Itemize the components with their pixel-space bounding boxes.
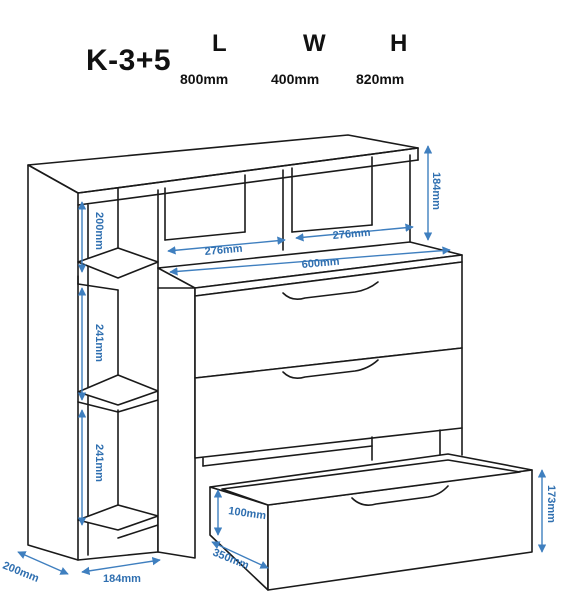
height-value: 820mm <box>356 71 405 87</box>
dim-100: 100mm <box>228 505 267 522</box>
length-label: L <box>212 30 227 57</box>
length-value: 800mm <box>180 71 229 87</box>
dim-241-mid: 241mm <box>93 324 105 362</box>
model-code: K-3+5 <box>86 44 172 77</box>
width-value: 400mm <box>271 71 320 87</box>
dim-276-a: 276mm <box>204 243 243 258</box>
left-side-panel <box>27 164 79 561</box>
dim-276-b: 276mm <box>332 227 371 242</box>
dim-184-top: 184mm <box>430 172 442 210</box>
shelf-upper <box>77 247 159 279</box>
drawer-cabinet <box>157 241 463 559</box>
width-label: W <box>303 30 326 57</box>
dim-173: 173mm <box>545 485 557 523</box>
dimension-lines <box>17 145 547 576</box>
top-board <box>27 134 419 194</box>
dim-184-base: 184mm <box>103 573 141 585</box>
dim-200-depth: 200mm <box>1 560 41 585</box>
height-label: H <box>390 30 408 57</box>
left-shelf-unit <box>27 134 419 561</box>
dim-600: 600mm <box>301 256 340 271</box>
shelf-lower <box>77 504 159 531</box>
open-drawer <box>209 453 533 591</box>
shelf-middle <box>77 374 159 406</box>
dim-241-low: 241mm <box>93 444 105 482</box>
dim-200-side: 200mm <box>93 212 105 250</box>
